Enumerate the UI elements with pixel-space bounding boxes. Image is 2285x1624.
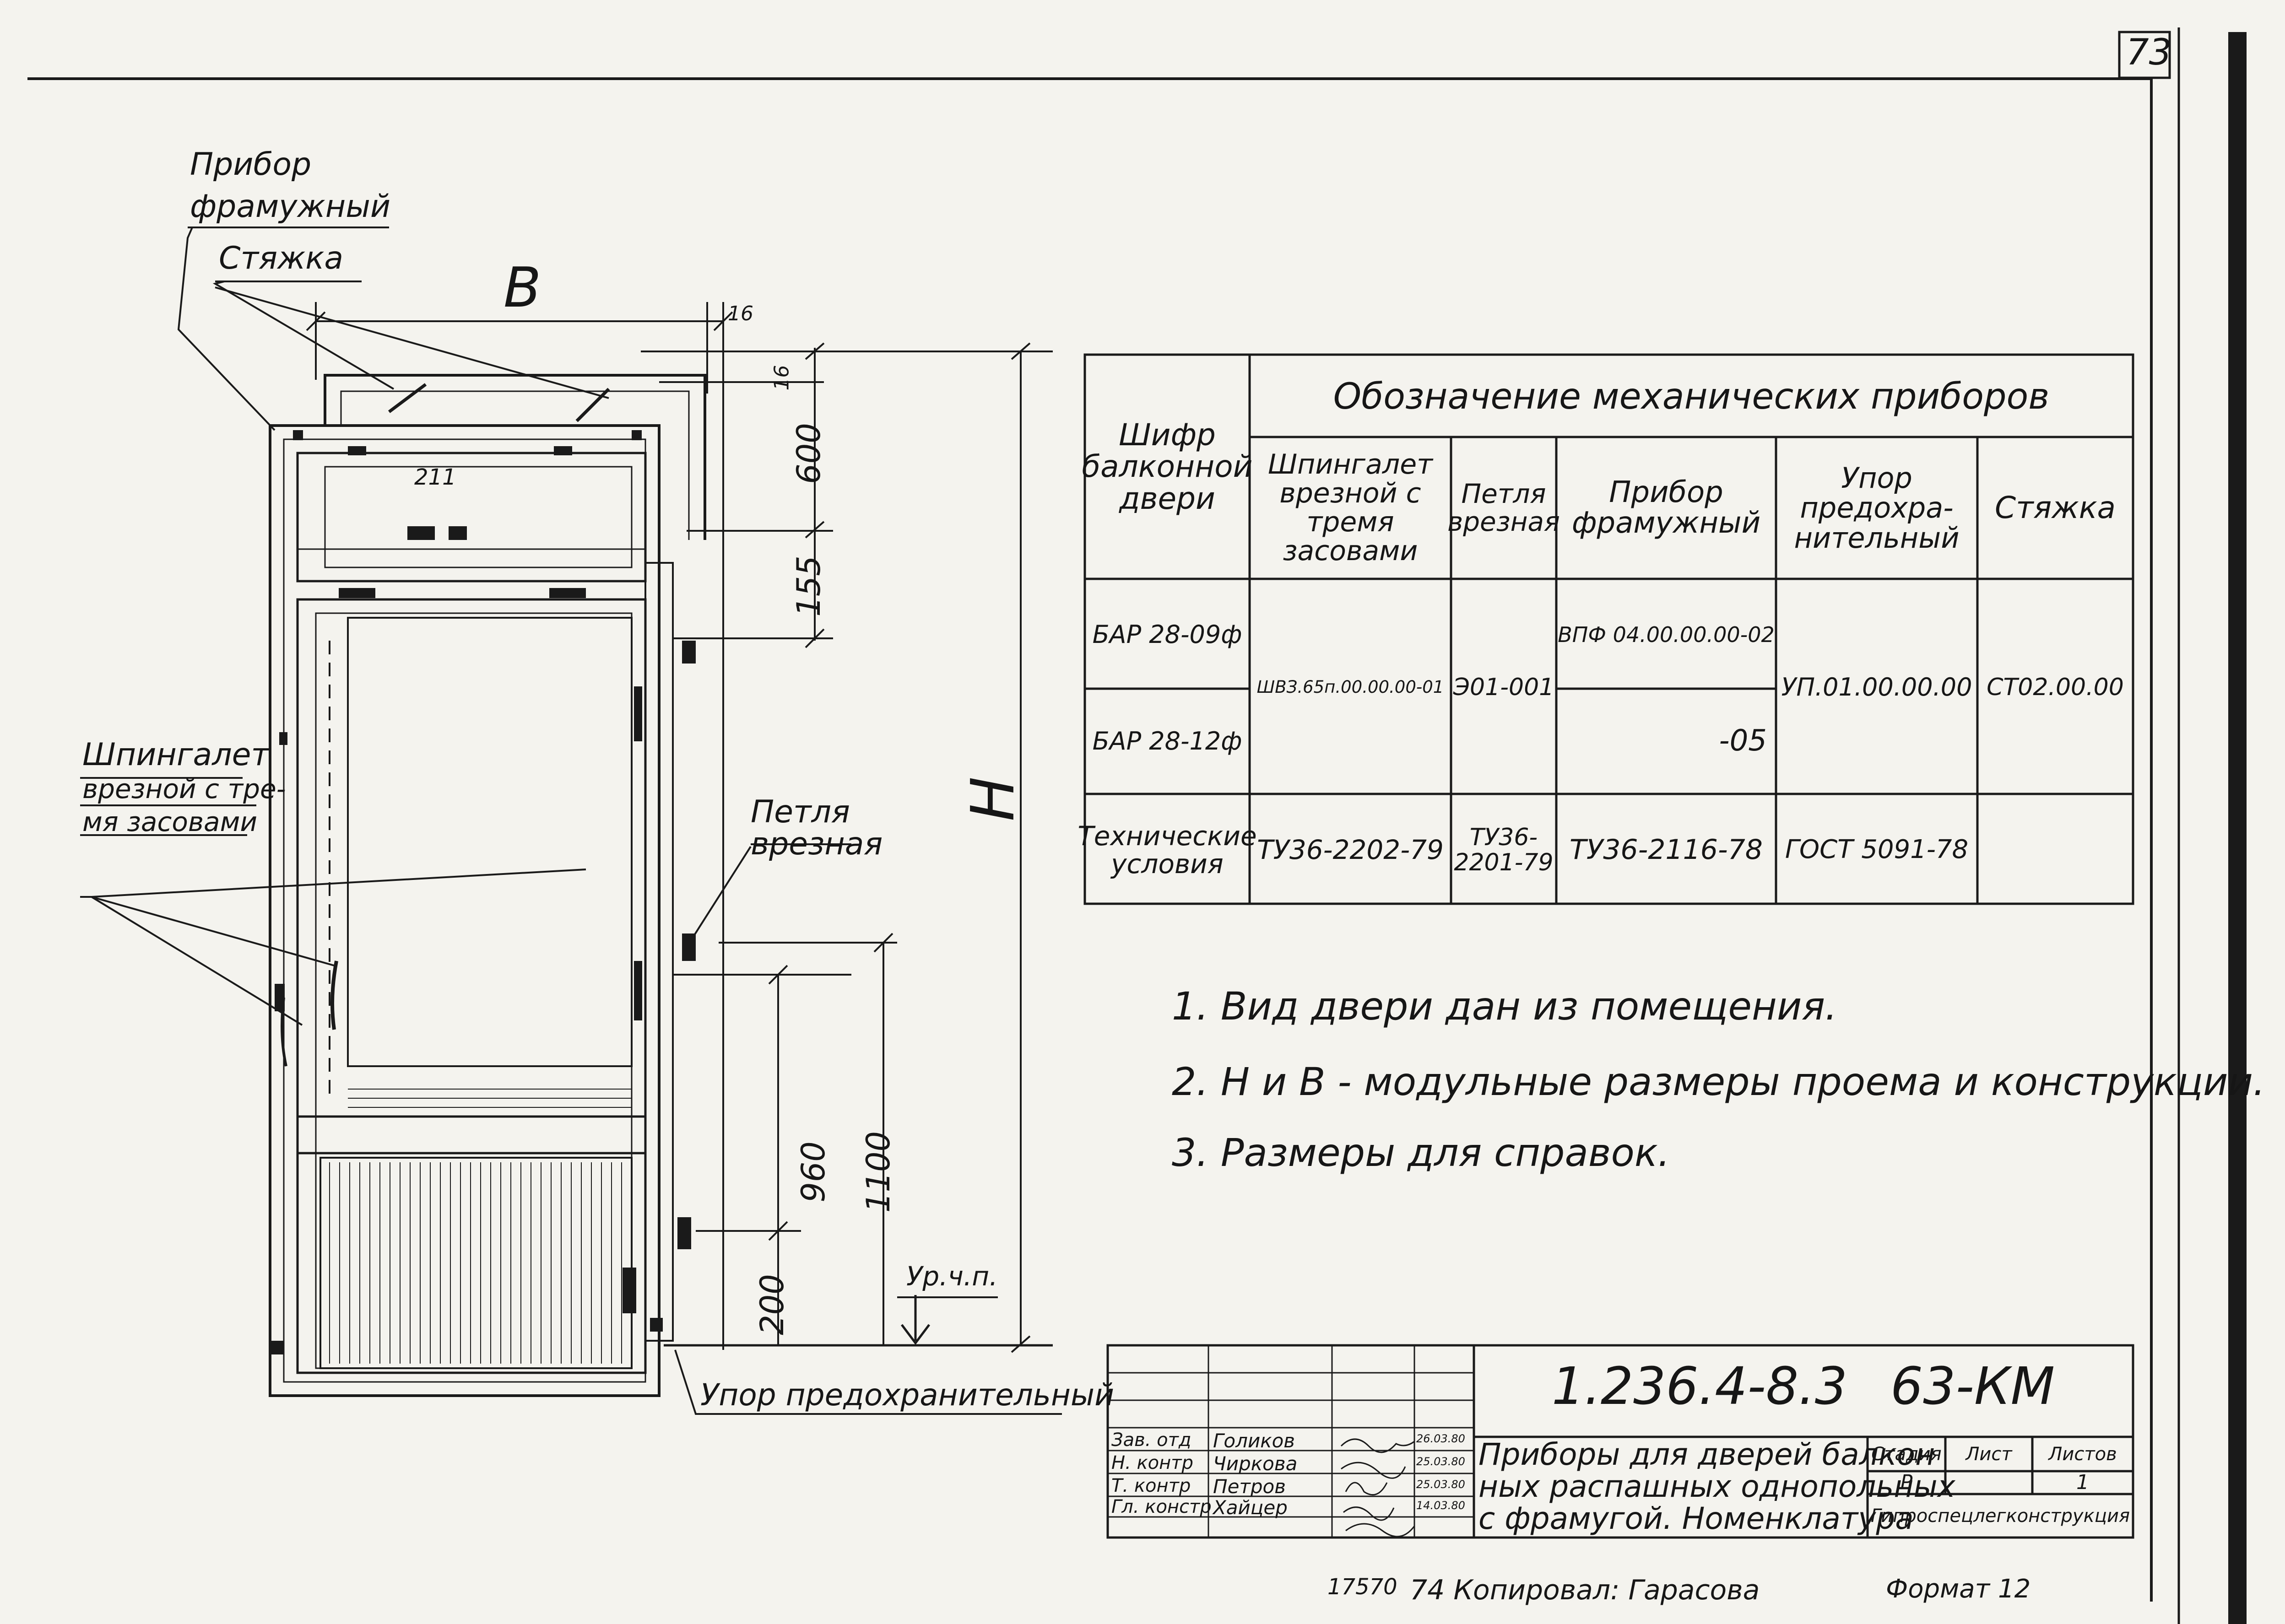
role-gl-konstr: Гл. констр [1111, 1496, 1212, 1517]
role-zav-otd: Зав. отд [1111, 1430, 1191, 1451]
header-shifr-3: двери [1119, 480, 1215, 516]
header-upor-3: нительный [1794, 521, 1960, 555]
tech-pribor: ТУ36-2116-78 [1570, 834, 1763, 866]
upor-value: УП.01.00.00.00 [1781, 673, 1972, 702]
tech-shpingalet: ТУ36-2202-79 [1257, 834, 1444, 866]
footer-inv: 17570 [1327, 1574, 1397, 1600]
pribor-row1-value: ВПФ 04.00.00.00-02 [1558, 622, 1775, 647]
document-code: 1.236.4-8.3 [1552, 1357, 1848, 1416]
name-chirkova: Чиркова [1213, 1452, 1298, 1475]
name-khaitser: Хайцер [1213, 1496, 1288, 1519]
organization: Гипроспецлегконструкция [1870, 1505, 2130, 1527]
header-pribor: Прибор фрамужный [1556, 439, 1776, 577]
tech-petlya-1: ТУ36- [1469, 823, 1538, 851]
label-shpingalet-1: Шпингалет [82, 737, 270, 773]
label-pribor-framuzhny-1: Прибор [190, 146, 312, 183]
dim-155: 155 [790, 556, 828, 617]
spec-table-grid [1083, 353, 2134, 905]
header-petlya-2: врезная [1447, 506, 1560, 537]
header-upor-2: предохра- [1800, 491, 1954, 525]
label-shpingalet-2: врезной с тре- [82, 773, 286, 804]
date-1: 26.03.80 [1416, 1432, 1465, 1445]
role-n-kontr: Н. контр [1111, 1452, 1193, 1473]
styazhka-value: СТ02.00.00 [1987, 674, 2124, 701]
header-shpingalet-4: засовами [1283, 535, 1418, 567]
note-1: 1. Вид двери дан из помещения. [1172, 984, 1837, 1029]
header-shpingalet-1: Шпингалет [1267, 448, 1433, 480]
footer-copied: 74 Копировал: Гарасова [1410, 1574, 1760, 1606]
label-pribor-framuzhny-2: фрамужный [190, 189, 391, 225]
label-petlya-1: Петля [751, 794, 850, 830]
note-3: 3. Размеры для справок. [1172, 1130, 1670, 1175]
table-group-header: Обозначение механических приборов [1333, 376, 2050, 417]
table-header-shifr: Шифр балконной двери [1082, 357, 1253, 577]
stage-label: Стадия [1871, 1443, 1942, 1465]
header-pribor-1: Прибор [1609, 475, 1723, 509]
date-4: 14.03.80 [1416, 1499, 1465, 1512]
dim-600: 600 [790, 423, 828, 484]
dim-1100: 1100 [860, 1131, 898, 1213]
header-shpingalet: Шпингалет врезной с тремя засовами [1250, 439, 1451, 577]
header-petlya-1: Петля [1461, 478, 1546, 510]
dim-200: 200 [753, 1274, 791, 1335]
header-shifr-2: балконной [1082, 449, 1253, 485]
title-block-grid [1106, 1344, 2134, 1539]
header-shpingalet-2: врезной с [1279, 477, 1421, 509]
header-shifr-1: Шифр [1119, 417, 1216, 453]
name-petrov: Петров [1213, 1475, 1286, 1498]
label-styazhka: Стяжка [219, 240, 343, 276]
role-t-kontr: Т. контр [1111, 1475, 1191, 1496]
dim-960: 960 [794, 1141, 832, 1203]
sheets-value: 1 [2076, 1470, 2089, 1494]
tech-label-1: Технические [1078, 820, 1257, 852]
leader-lines [80, 227, 1062, 1415]
label-shpingalet-3: мя засовами [82, 806, 258, 837]
label-petlya-2: врезная [751, 826, 883, 862]
tech-label: Технические условия [1078, 796, 1256, 904]
header-styazhka: Стяжка [1995, 490, 2116, 526]
dim-16-side: 16 [770, 365, 794, 391]
title-line-1: Приборы для дверей балкон [1478, 1437, 1935, 1472]
footer-format: Формат 12 [1886, 1574, 2031, 1604]
title-line-3: с фрамугой. Номенклатура [1478, 1501, 1914, 1536]
label-upor: Упор предохранительный [700, 1377, 1115, 1413]
dim-211: 211 [414, 464, 456, 490]
dim-b: B [504, 256, 541, 320]
tech-upor: ГОСТ 5091-78 [1785, 835, 1969, 865]
dimension-lines [306, 302, 1053, 1353]
label-level: Ур.ч.п. [906, 1261, 998, 1292]
header-pribor-2: фрамужный [1571, 506, 1761, 540]
tech-label-2: условия [1111, 848, 1224, 879]
signatures [1340, 1438, 1415, 1538]
tech-petlya: ТУ36- 2201-79 [1451, 796, 1556, 904]
sheet-number-box [2118, 31, 2171, 79]
row1-shifr: БАР 28-09ф [1092, 620, 1242, 649]
dim-h: H [958, 777, 1028, 821]
balcony-door-drawing [269, 374, 706, 1397]
sheets-label: Листов [2048, 1443, 2117, 1465]
header-upor-1: Упор [1841, 461, 1912, 495]
tech-petlya-2: 2201-79 [1454, 848, 1554, 876]
shpingalet-value: ШВЗ.65п.00.00.00-01 [1256, 677, 1444, 697]
title-line-2: ных распашных однопольных [1478, 1469, 1955, 1504]
date-2: 25.03.80 [1416, 1455, 1465, 1468]
header-petlya: Петля врезная [1447, 439, 1560, 577]
row2-shifr: БАР 28-12ф [1092, 726, 1242, 755]
stage-value: Р [1900, 1470, 1913, 1494]
name-golikov: Голиков [1213, 1430, 1295, 1452]
sheet-code: 63-КМ [1890, 1357, 2055, 1416]
note-2: 2. Н и В - модульные размеры проема и ко… [1172, 1059, 2265, 1104]
petlya-value: Э01-001 [1453, 674, 1554, 701]
sheet-label: Лист [1966, 1443, 2012, 1465]
date-3: 25.03.80 [1416, 1478, 1465, 1491]
header-shpingalet-3: тремя [1306, 506, 1394, 538]
sheet-number: 73 [2126, 32, 2172, 73]
sheet-value [1945, 1471, 2032, 1494]
pribor-row2-value: -05 [1719, 724, 1767, 758]
right-edge-strip [2228, 32, 2247, 1624]
dim-16-top: 16 [728, 302, 753, 325]
header-upor: Упор предохра- нительный [1776, 439, 1977, 577]
